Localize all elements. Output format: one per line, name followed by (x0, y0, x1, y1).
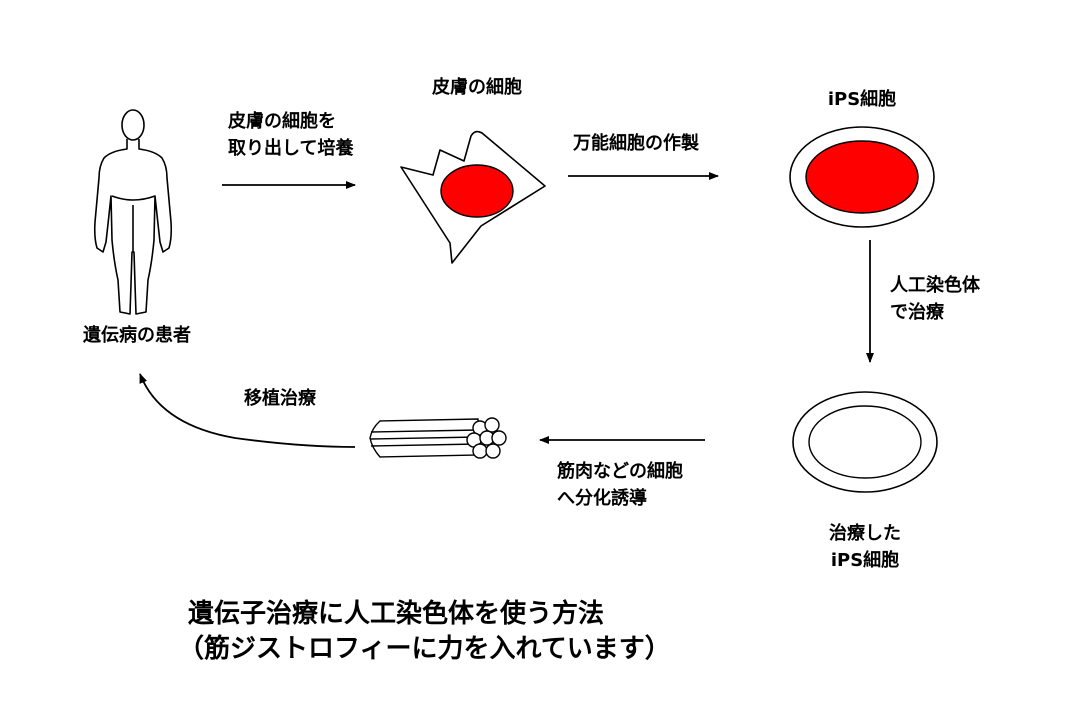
ips-cell-label: iPS細胞 (828, 88, 896, 110)
step-culture-line2: 取り出して培養 (228, 137, 353, 159)
step-transplant: 移植治療 (244, 387, 317, 409)
step-hac-line2: で治療 (890, 301, 945, 323)
ips-cell-icon (789, 126, 935, 228)
step-hac-line1: 人工染色体 (890, 274, 981, 296)
step-culture-line1: 皮膚の細胞を (228, 110, 336, 132)
patient-figure-icon (93, 109, 173, 315)
arrow-transplant (139, 373, 356, 448)
caption-subtitle: （筋ジストロフィーに力を入れています） (178, 633, 671, 664)
skin-cell-icon (400, 130, 546, 264)
skin-cell-label: 皮膚の細胞 (432, 76, 522, 98)
treated-ips-label-line1: 治療した (829, 522, 901, 544)
muscle-fiber-icon (369, 417, 507, 459)
treated-ips-cell-icon (792, 391, 938, 493)
step-differentiate-line1: 筋肉などの細胞 (557, 460, 683, 482)
caption-title: 遺伝子治療に人工染色体を使う方法 (188, 598, 604, 629)
treated-ips-label-line2: iPS細胞 (831, 549, 899, 571)
step-differentiate-line2: へ分化誘導 (557, 487, 647, 509)
patient-label: 遺伝病の患者 (83, 324, 191, 346)
step-reprogram: 万能細胞の作製 (572, 132, 699, 154)
